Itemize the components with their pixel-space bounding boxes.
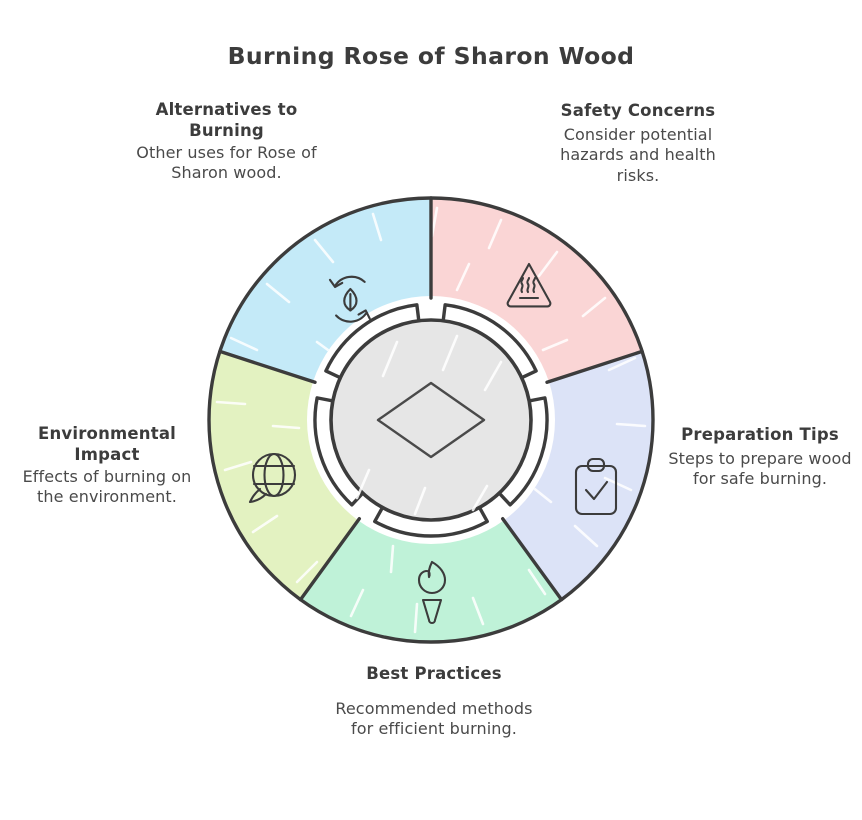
torch-flame-icon	[417, 560, 447, 624]
segment-title-safety: Safety Concerns	[560, 101, 716, 120]
segment-title-practices: Best Practices	[366, 664, 502, 683]
segment-label-practices: Best Practices Recommended methods for e…	[326, 664, 542, 740]
segment-description-alternatives: Other uses for Rose of Sharon wood.	[136, 142, 317, 183]
donut-wheel	[207, 196, 655, 644]
segment-divider-environment	[298, 517, 361, 602]
segment-description-environment: Effects of burning on the environment.	[22, 466, 192, 507]
segment-label-environment: Environmental Impact Effects of burning …	[18, 424, 196, 508]
page-title: Burning Rose of Sharon Wood	[227, 42, 635, 70]
wheel-segment-practices[interactable]	[300, 520, 562, 642]
wheel-segment-preparation[interactable]	[503, 351, 653, 600]
clipboard-check-icon	[574, 457, 618, 516]
hub-sketch-texture	[355, 334, 503, 516]
hot-surface-warning-icon	[506, 262, 552, 308]
wheel-segment-alternatives[interactable]	[219, 198, 431, 382]
segment-description-safety: Consider potential hazards and health ri…	[560, 124, 716, 185]
hub-circle	[329, 318, 533, 522]
segment-description-practices: Recommended methods for efficient burnin…	[335, 698, 533, 739]
segment-label-preparation: Preparation Tips Steps to prepare wood f…	[666, 425, 854, 490]
segment-divider-alternatives	[218, 349, 317, 384]
segment-description-preparation: Steps to prepare wood for safe burning.	[668, 448, 852, 489]
wheel-segment-safety[interactable]	[431, 198, 643, 382]
segment-label-safety: Safety Concerns Consider potential hazar…	[545, 101, 731, 186]
recycle-leaf-icon	[328, 275, 371, 323]
sketch-texture	[215, 206, 647, 634]
hub-diamond-icon	[376, 381, 486, 459]
segment-title-preparation: Preparation Tips	[681, 425, 839, 444]
segment-divider-preparation	[545, 349, 644, 384]
segment-divider-practices	[501, 517, 564, 602]
segment-label-alternatives: Alternatives to Burning Other uses for R…	[124, 100, 329, 184]
segment-title-alternatives: Alternatives to Burning	[155, 100, 298, 140]
segment-title-environment: Environmental Impact	[37, 424, 177, 464]
segment-dividers	[218, 196, 644, 602]
globe-speech-icon	[248, 452, 297, 504]
